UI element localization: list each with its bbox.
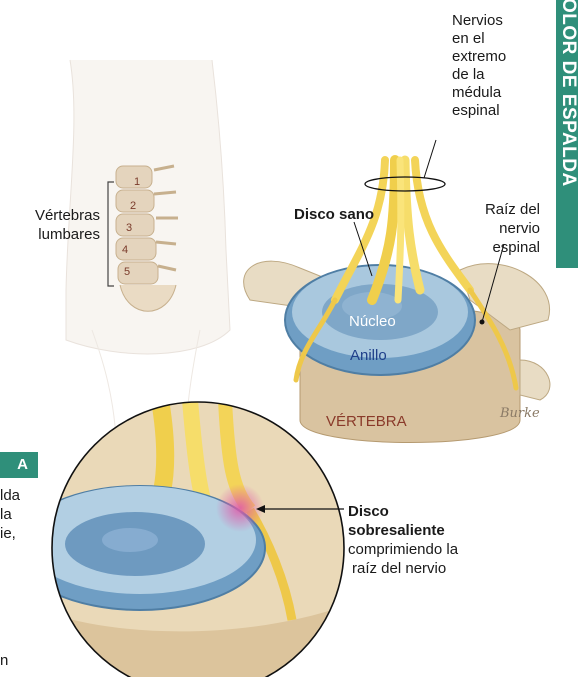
left-badge: A bbox=[0, 452, 36, 478]
vertebra-number-4: 4 bbox=[122, 244, 128, 256]
lumbar-vertebrae-label: Vértebras lumbares bbox=[14, 206, 100, 244]
nerves-line-5: médula bbox=[452, 84, 506, 102]
bulging-title-line-1: Disco bbox=[348, 502, 458, 521]
left-fragment-2: la bbox=[0, 505, 12, 524]
section-banner: OLOR DE ESPALDA bbox=[556, 0, 578, 268]
nerves-line-2: en el bbox=[452, 30, 506, 48]
bulging-desc-line-2: raíz del nervio bbox=[348, 559, 458, 578]
nerves-line-3: extremo bbox=[452, 48, 506, 66]
nerves-label: Nervios en el extremo de la médula espin… bbox=[452, 12, 506, 120]
artist-signature: Burke bbox=[500, 404, 540, 423]
healthy-disc-label: Disco sano bbox=[294, 205, 374, 224]
nerve-root-line-1: Raíz del bbox=[478, 200, 540, 219]
section-banner-text: OLOR DE ESPALDA bbox=[558, 0, 578, 187]
lumbar-label-line-1: Vértebras bbox=[14, 206, 100, 225]
magnified-view bbox=[15, 400, 360, 677]
vertebra-label: VÉRTEBRA bbox=[326, 412, 407, 431]
bulging-title-line-2: sobresaliente bbox=[348, 521, 458, 540]
nerves-line-6: espinal bbox=[452, 102, 506, 120]
nerve-root-label: Raíz del nervio espinal bbox=[478, 200, 540, 257]
bulging-disc-label: Disco sobresaliente comprimiendo la raíz… bbox=[348, 502, 458, 578]
nucleus-label: Núcleo bbox=[349, 312, 396, 331]
bulging-desc-line-1: comprimiendo la bbox=[348, 540, 458, 559]
left-fragment-3: ie, bbox=[0, 524, 16, 543]
nerve-root-line-2: nervio bbox=[478, 219, 540, 238]
left-badge-divider bbox=[36, 452, 38, 478]
nerves-line-1: Nervios bbox=[452, 12, 506, 30]
vertebra-number-1: 1 bbox=[134, 176, 140, 188]
left-fragment-1: lda bbox=[0, 486, 20, 505]
nerve-root-line-3: espinal bbox=[478, 238, 540, 257]
nerves-line-4: de la bbox=[452, 66, 506, 84]
left-fragment-4: n bbox=[0, 651, 8, 670]
vertebra-number-2: 2 bbox=[130, 200, 136, 212]
annulus-label: Anillo bbox=[350, 346, 387, 365]
vertebra-number-5: 5 bbox=[124, 266, 130, 278]
lumbar-label-line-2: lumbares bbox=[14, 225, 100, 244]
vertebra-number-3: 3 bbox=[126, 222, 132, 234]
